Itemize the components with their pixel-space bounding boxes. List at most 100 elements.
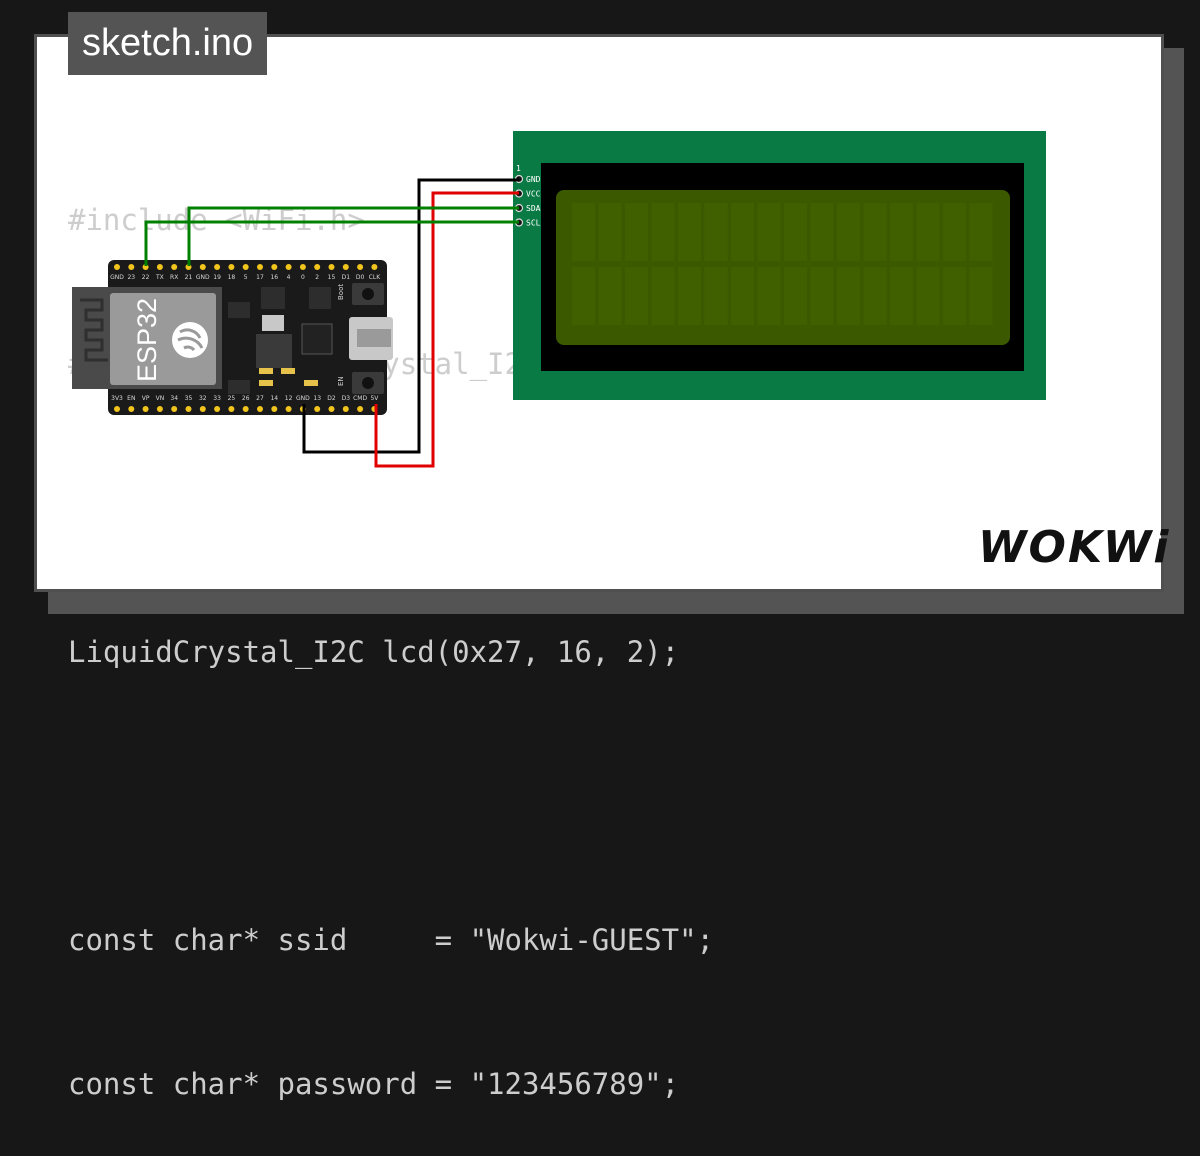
esp32-pin[interactable]	[257, 264, 263, 270]
smd-component	[259, 368, 273, 374]
lcd-cell	[598, 267, 622, 325]
esp32-pin-label: 17	[256, 274, 264, 281]
lcd-cell	[969, 267, 993, 325]
lcd-cell	[625, 203, 648, 261]
esp32-pin[interactable]	[228, 264, 235, 270]
esp32-pin-label: CMD	[353, 395, 367, 402]
esp32-pin-label: 22	[142, 274, 150, 281]
esp32-pin[interactable]	[285, 264, 292, 270]
lcd-cell	[890, 267, 913, 325]
lcd-cell	[731, 267, 754, 325]
esp32-pin[interactable]	[257, 406, 263, 412]
espressif-logo-icon	[172, 322, 208, 358]
esp32-pin-label: D3	[342, 395, 351, 402]
esp32-pin-label: GND	[196, 274, 210, 281]
esp32-pin[interactable]	[342, 264, 349, 270]
lcd-cell	[572, 267, 595, 325]
chip	[228, 302, 250, 318]
lcd-cell	[757, 267, 781, 325]
esp32-pin[interactable]	[156, 406, 163, 412]
lcd-cell	[757, 203, 781, 261]
lcd-cell	[943, 203, 966, 261]
wokwi-logo[interactable]: WOKWi	[978, 522, 1171, 573]
esp32-pin[interactable]	[114, 406, 120, 412]
esp32-pin-label: 15	[328, 274, 336, 281]
lcd-screen	[556, 190, 1010, 345]
esp32-pin[interactable]	[171, 406, 178, 412]
en-label: EN	[337, 376, 345, 386]
esp32-pin-label: 2	[315, 274, 319, 281]
esp32-pin[interactable]	[156, 264, 163, 270]
esp32-shield-can	[110, 293, 216, 385]
esp32-pin[interactable]	[357, 264, 364, 270]
lcd-cell	[625, 267, 648, 325]
esp32-pin[interactable]	[185, 406, 192, 412]
esp32-pin[interactable]	[214, 264, 221, 270]
lcd-cell	[651, 203, 675, 261]
esp32-pin-label: CLK	[369, 274, 382, 281]
esp32-pin[interactable]	[199, 264, 206, 270]
esp32-pin-label: 18	[228, 274, 236, 281]
esp32-pin[interactable]	[128, 406, 135, 412]
lcd-cell	[704, 267, 728, 325]
lcd-cell	[598, 203, 622, 261]
esp32-pin[interactable]	[314, 406, 321, 412]
usb-port-opening	[357, 329, 391, 347]
esp32-pin-label: D0	[356, 274, 365, 281]
esp32-pin-label: TX	[155, 274, 164, 281]
esp32-pin-label: 23	[127, 274, 135, 281]
esp32-pin-label: 32	[199, 395, 207, 402]
esp32-pin[interactable]	[357, 406, 364, 412]
esp32-pin[interactable]	[285, 406, 292, 412]
esp32-pin-label: 14	[270, 395, 278, 402]
wire-gnd[interactable]	[302, 178, 519, 454]
esp32-pin[interactable]	[314, 264, 321, 270]
regulator	[262, 315, 284, 331]
esp32-pin-label: VN	[156, 395, 165, 402]
esp32-pin-label: 4	[287, 274, 291, 281]
lcd-cell	[704, 203, 728, 261]
boot-label: Boot	[337, 284, 345, 300]
esp32-pin[interactable]	[371, 264, 378, 270]
esp32-pin[interactable]	[299, 264, 306, 270]
lcd-cell	[837, 267, 860, 325]
esp32-pin[interactable]	[142, 406, 149, 412]
wire-sda[interactable]	[187, 206, 519, 266]
code-line	[68, 772, 714, 820]
esp32-pin[interactable]	[114, 264, 120, 270]
esp32-pin[interactable]	[271, 264, 278, 270]
esp32-pin-label: 12	[285, 395, 293, 402]
esp32-pin[interactable]	[228, 406, 235, 412]
lcd-cell	[969, 203, 993, 261]
esp32-pin[interactable]	[128, 264, 135, 270]
esp32-pin[interactable]	[328, 264, 335, 270]
esp32-pin[interactable]	[199, 406, 206, 412]
esp32-pin[interactable]	[242, 264, 249, 270]
lcd-cell	[810, 203, 834, 261]
esp32-pin[interactable]	[171, 264, 178, 270]
lcd-cell	[651, 267, 675, 325]
esp32-pin-label: 0	[301, 274, 305, 281]
wire-scl[interactable]	[144, 220, 519, 266]
sketch-filename-tab[interactable]: sketch.ino	[68, 12, 268, 75]
lcd-cell	[943, 267, 966, 325]
esp32-pin-label: 27	[256, 395, 264, 402]
esp32-pin[interactable]	[328, 406, 335, 412]
esp32-pin[interactable]	[271, 406, 278, 412]
wire-vcc[interactable]	[374, 191, 519, 468]
esp32-pin[interactable]	[242, 406, 249, 412]
esp32-pin-label: D1	[342, 274, 351, 281]
lcd-cell	[784, 267, 807, 325]
esp32-pin[interactable]	[342, 406, 349, 412]
lcd-cell	[810, 267, 834, 325]
lcd-cell	[678, 203, 701, 261]
esp32-pin-label: 25	[228, 395, 236, 402]
lcd-cell	[678, 267, 701, 325]
esp32-pin[interactable]	[214, 406, 221, 412]
lcd-pin-number: 1	[516, 164, 521, 173]
smd-component	[281, 368, 295, 374]
